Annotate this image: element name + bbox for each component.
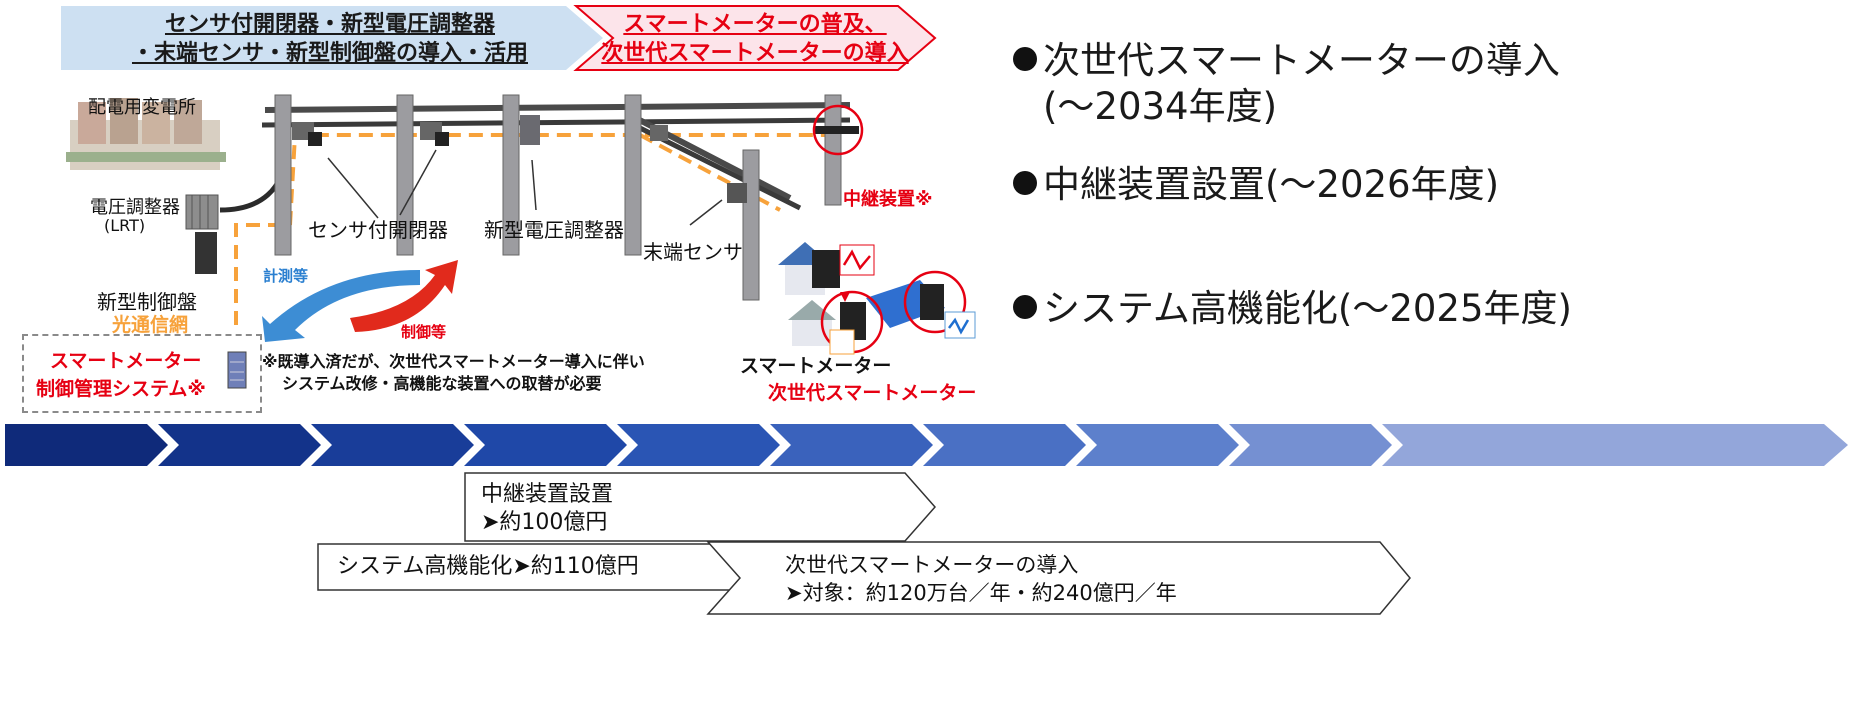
timeline-segment-2027 (923, 424, 1086, 466)
label-substation: 配電用変電所 (88, 97, 196, 118)
label-optical-network: 光通信網 (112, 314, 189, 336)
system-box (22, 334, 262, 413)
timeline-segment-2034 (1229, 424, 1392, 466)
measure-arrow (262, 270, 420, 342)
system-label-line2: 制御管理システム※ (36, 378, 206, 400)
power-lines (261, 102, 851, 211)
right-banner-text: スマートメーターの普及、 次世代スマートメーターの導入 (600, 10, 910, 68)
bullet-next-meter: 次世代スマートメーターの導入 (1013, 38, 1560, 84)
utility-poles (274, 94, 842, 301)
system-label-line1: スマートメーター (50, 350, 202, 372)
timeline-segment-2025 (617, 424, 780, 466)
schedule-arrows (317, 472, 1411, 615)
year-label: 2022 (231, 513, 275, 533)
relay-highlight-circle (812, 104, 864, 156)
timeline-segment-2021 (5, 424, 168, 466)
next-meter-target: ➤対象：約120万台／年・約240億円／年 (785, 581, 1177, 605)
smart-meter-cluster (778, 242, 976, 355)
label-control-panel: 新型制御盤 (97, 290, 197, 314)
control-panel-icon (195, 232, 217, 274)
bullet-next-meter-text: 次世代スマートメーターの導入 (1043, 39, 1560, 82)
control-arrow (350, 260, 458, 332)
server-icon (227, 351, 247, 389)
year-label: 2027 (998, 513, 1042, 533)
bullet-dot (1013, 171, 1037, 195)
label-relay: 中継装置※ (843, 189, 933, 210)
year-label: 2023 (387, 513, 431, 533)
timeline-segment-blank (1076, 424, 1239, 466)
relay-install-cost: ➤約100億円 (481, 510, 608, 535)
bullet-dot (1013, 295, 1037, 319)
timeline (5, 424, 1848, 466)
bullet-dot (1013, 47, 1037, 71)
pointer-lines (327, 149, 723, 226)
timeline-segment-2024 (464, 424, 627, 466)
year-label: 2021 (76, 513, 120, 533)
regulator-icon (185, 194, 219, 230)
year-label: 2035 (1457, 513, 1501, 533)
bullet-relay: 中継装置設置(〜2026年度) (1013, 162, 1499, 208)
timeline-segment-2035 (1382, 424, 1848, 466)
label-sensor-switch: センサ付開閉器 (308, 218, 448, 242)
next-meter-arrow (706, 541, 1411, 615)
label-next-smart-meter: 次世代スマートメーター (768, 382, 977, 404)
right-banner (573, 5, 937, 71)
left-banner-line1: センサ付開閉器・新型電圧調整器 (164, 12, 495, 37)
left-banner-line2: ・末端センサ・新型制御盤の導入・活用 (131, 41, 528, 66)
label-new-regulator: 新型電圧調整器 (484, 218, 624, 242)
bullet-system: システム高機能化(〜2025年度) (1013, 286, 1572, 332)
timeline-segment-2026 (770, 424, 933, 466)
label-smart-meter: スマートメーター (740, 355, 892, 377)
right-banner-line1: スマートメーターの普及、 (623, 12, 887, 37)
relay-device-icon (815, 126, 859, 134)
relay-install-title: 中継装置設置 (481, 482, 614, 507)
distribution-diagram (66, 94, 976, 355)
end-sensor-icon (727, 183, 747, 203)
label-regulator: 電圧調整器 (90, 197, 180, 218)
label-regulator-sub: (LRT) (104, 216, 146, 235)
label-measure: 計測等 (263, 267, 309, 285)
substation-illustration (66, 98, 226, 170)
bullet-next-meter-period: (〜2034年度) (1043, 85, 1278, 128)
year-label: 2034 (1304, 513, 1348, 533)
timeline-segment-2022 (158, 424, 321, 466)
system-upgrade-text: システム高機能化➤約110億円 (337, 554, 639, 579)
banner-shapes (61, 5, 937, 71)
label-end-sensor: 末端センサ (643, 240, 743, 264)
next-meter-title: 次世代スマートメーターの導入 (785, 553, 1079, 577)
bullet-system-text: システム高機能化(〜2025年度) (1043, 287, 1572, 330)
right-banner-line2: 次世代スマートメーターの導入 (601, 41, 909, 66)
left-banner-text: センサ付開閉器・新型電圧調整器 ・末端センサ・新型制御盤の導入・活用 (80, 10, 580, 68)
new-regulator-icon (520, 115, 540, 145)
note-line2: システム改修・高機能な装置への取替が必要 (282, 374, 602, 393)
relay-install-arrow (464, 472, 937, 542)
label-control: 制御等 (401, 323, 447, 341)
note-line1: ※既導入済だが、次世代スマートメーター導入に伴い (262, 352, 645, 371)
timeline-segment-2023 (311, 424, 474, 466)
bullet-relay-text: 中継装置設置(〜2026年度) (1043, 163, 1500, 206)
left-banner (61, 6, 603, 70)
